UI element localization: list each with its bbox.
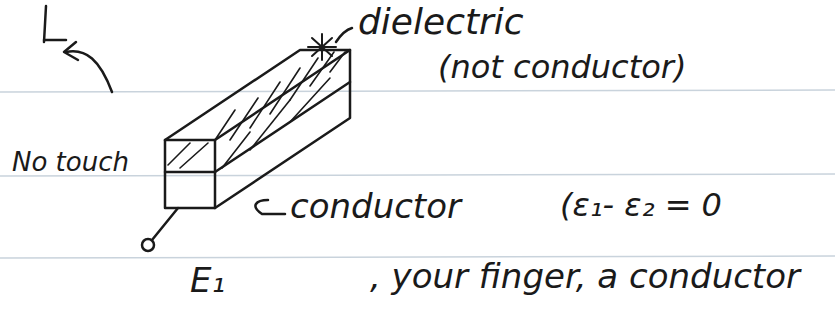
part-label: conductor <box>290 188 461 225</box>
part-label: dielectric <box>358 2 524 42</box>
leader-line <box>336 28 352 42</box>
stroke-mark <box>44 39 66 42</box>
note-label: No touch <box>12 148 129 177</box>
notebook-lines <box>0 90 835 258</box>
dielectric-hatching <box>168 52 345 168</box>
note-label: , your finger, a conductor <box>370 258 800 295</box>
star-mark <box>308 34 336 60</box>
terminal <box>142 239 154 251</box>
arrow-symbol <box>255 200 285 214</box>
note-label: (not conductor) <box>438 50 686 85</box>
equation-label: (ε₁- ε₂ = 0 <box>560 188 722 223</box>
side-face <box>215 50 350 208</box>
terminal-label: E₁ <box>190 262 225 299</box>
front-face <box>165 140 215 208</box>
arrow-head <box>64 42 78 60</box>
top-face <box>165 50 350 140</box>
layer-divider <box>165 171 215 174</box>
stroke-mark <box>44 6 46 42</box>
wire <box>152 208 178 240</box>
